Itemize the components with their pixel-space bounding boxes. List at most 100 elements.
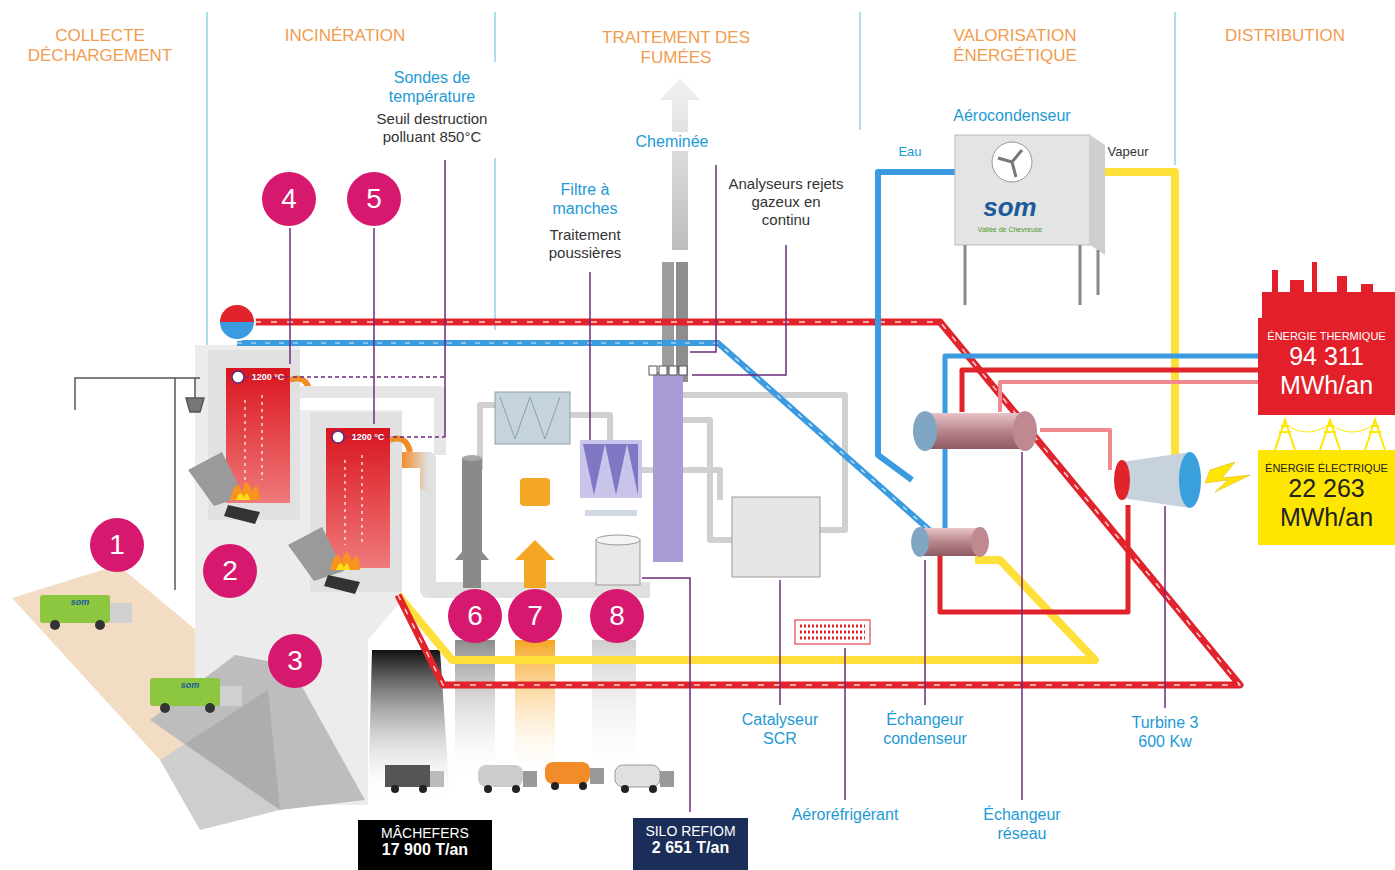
leader-lines (779, 580, 781, 705)
node-text: MÂCHEFERS (362, 825, 488, 841)
flue-ducts (300, 392, 440, 455)
flue-treatment (515, 540, 555, 588)
temperature-label: 1200 °C (350, 432, 386, 443)
callout-number: 2 (203, 544, 257, 598)
callout-number: 3 (268, 634, 322, 688)
flue-treatment (649, 366, 657, 375)
flow-label: Vapeur (1098, 144, 1158, 160)
callout-circle (90, 518, 144, 572)
trucks (220, 686, 242, 706)
crane (174, 378, 176, 590)
section-header: INCINÉRATION (245, 26, 445, 46)
flue-treatment (659, 366, 667, 375)
flue-treatment (455, 540, 489, 588)
callout-circle (448, 589, 502, 643)
energy-box: ÉNERGIE ÉLECTRIQUE22 263 MWh/an (1258, 450, 1395, 545)
trucks (150, 678, 242, 713)
trucks (579, 782, 587, 790)
leader-lines (690, 165, 716, 352)
leader-lines (589, 272, 591, 440)
flue-ducts (300, 392, 845, 590)
furnaces (326, 428, 390, 568)
component-note: Traitement poussières (530, 226, 640, 262)
component-label: Catalyseur SCR (730, 710, 830, 748)
drum (219, 304, 255, 340)
drum (219, 322, 255, 340)
flue-treatment (596, 540, 640, 585)
flue-treatment (653, 372, 683, 562)
furnaces (245, 395, 362, 545)
flue-treatment (585, 510, 637, 516)
energy-box: ÉNERGIE THERMIQUE94 311 MWh/an (1258, 318, 1395, 415)
furnaces (224, 505, 260, 524)
trucks (478, 765, 523, 787)
callout-number: 7 (508, 589, 562, 643)
bunker (160, 690, 280, 830)
component-label: Échangeur réseau (972, 805, 1072, 843)
power-pylons (1275, 420, 1385, 450)
flue-treatment (649, 366, 687, 375)
pipes (237, 343, 935, 535)
pipes (940, 505, 1128, 612)
trucks (551, 782, 559, 790)
callout-circle (268, 634, 322, 688)
air-cooled-condenser (1079, 245, 1082, 305)
turbine (1205, 462, 1250, 492)
component-label: Échangeur condenseur (870, 710, 980, 748)
node-text: ÉNERGIE ÉLECTRIQUE (1262, 462, 1391, 474)
crane (194, 378, 196, 398)
section-dividers (1175, 12, 1176, 165)
exchangers (971, 527, 989, 557)
trucks (478, 765, 537, 793)
node-text: 5 (366, 183, 382, 215)
city-skyline (1262, 262, 1395, 318)
furnaces (324, 575, 360, 594)
furnaces (230, 482, 260, 500)
callout-circle (508, 589, 562, 643)
trucks (391, 785, 399, 793)
flue-ducts (480, 405, 495, 470)
trucks (615, 765, 674, 793)
leader-lines (373, 228, 375, 424)
air-cooled-condenser (998, 150, 1022, 177)
flue-treatment (596, 535, 640, 545)
node-text: 22 263 MWh/an (1262, 474, 1391, 532)
flue-treatment (500, 397, 560, 439)
pipes (1000, 382, 1258, 412)
section-dividers (860, 12, 861, 130)
component-note: Analyseurs rejets gazeux en continu (726, 175, 846, 229)
section-dividers (495, 158, 496, 330)
output-box: MÂCHEFERS17 900 T/an (358, 820, 492, 870)
trucks (484, 785, 492, 793)
component-label: Turbine 3 600 Kw (1120, 713, 1210, 751)
trucks (40, 595, 110, 623)
node-text: 7 (527, 600, 543, 632)
exchangers (911, 411, 1037, 557)
node-text: 3 (287, 645, 303, 677)
air-cooled-condenser (1097, 250, 1100, 295)
exchangers (1013, 411, 1037, 451)
trucks (545, 762, 590, 784)
exchangers (911, 527, 929, 557)
callout-number: 4 (262, 172, 316, 226)
node-text: 94 311 MWh/an (1262, 342, 1391, 400)
trucks (523, 771, 537, 787)
leader-lines (1021, 452, 1023, 800)
air-cooled-condenser (992, 142, 1032, 182)
flue-treatment (455, 262, 820, 588)
node-text: 2 651 T/an (637, 839, 744, 857)
crane (186, 398, 204, 412)
aerocooler (795, 620, 870, 644)
logo-text: som (970, 192, 1050, 223)
node-text: 17 900 T/an (362, 841, 488, 859)
node-text: 4 (281, 183, 297, 215)
aerocooler (800, 626, 865, 638)
pipes (255, 322, 1240, 685)
callout-circle (262, 172, 316, 226)
trucks (110, 603, 132, 623)
power-pylons (1285, 424, 1375, 432)
trucks (430, 771, 444, 787)
section-header: COLLECTE DÉCHARGEMENT (5, 26, 195, 67)
furnaces (344, 460, 345, 545)
turbine (1114, 460, 1130, 500)
